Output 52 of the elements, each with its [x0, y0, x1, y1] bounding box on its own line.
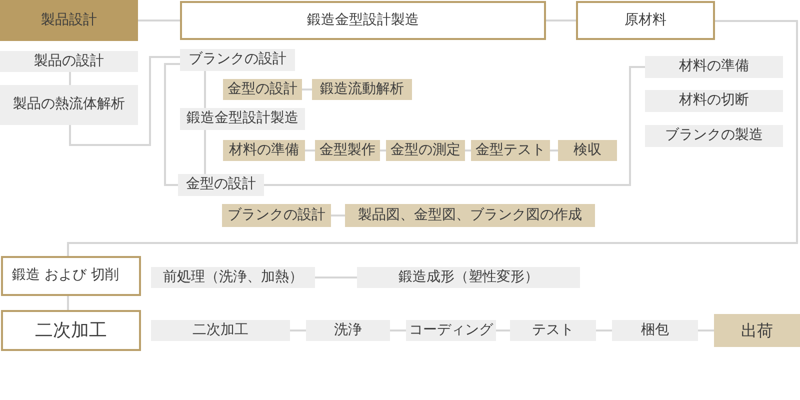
connector-line	[138, 20, 180, 22]
step-box: コーディング	[406, 320, 496, 341]
step-box: 製品の熱流体解析	[0, 85, 138, 125]
connector-line	[69, 72, 71, 85]
step-box: 梱包	[612, 320, 698, 341]
step-box: テスト	[510, 320, 596, 341]
step-box: 鍛造成形（塑性変形）	[357, 267, 580, 288]
step-box: 検収	[558, 140, 617, 161]
header-box: 二次加工	[1, 310, 141, 351]
connector-line	[204, 130, 206, 174]
connector-line	[264, 66, 645, 186]
step-box: 材料の切断	[645, 90, 783, 112]
connector-line	[546, 20, 576, 22]
connector-line	[302, 88, 312, 90]
step-box: 鍛造金型設計製造	[180, 108, 305, 130]
step-box: 金型テスト	[471, 140, 550, 161]
connector-line	[67, 20, 798, 256]
connector-line	[290, 330, 306, 332]
connector-line	[204, 71, 206, 108]
step-box: 前処理（洗浄、加熱）	[151, 267, 315, 288]
step-box: 洗浄	[306, 320, 390, 341]
connector-line	[331, 214, 345, 216]
connector-line	[380, 150, 386, 152]
connector-line	[465, 150, 471, 152]
step-box: 鍛造流動解析	[312, 79, 412, 100]
connector-line	[698, 330, 714, 332]
connector-line	[496, 330, 510, 332]
connector-line	[550, 150, 558, 152]
connector-line	[164, 63, 180, 186]
step-box: 金型の設計	[223, 79, 302, 100]
step-box: ブランクの製造	[645, 125, 783, 147]
step-box: 製品図、金型図、ブランク図の作成	[345, 204, 595, 227]
connector-line	[390, 330, 406, 332]
step-box: 金型製作	[315, 140, 380, 161]
header-box: 鍛造 および 切削	[1, 256, 141, 296]
step-box: 二次加工	[151, 320, 290, 341]
step-box: 金型の測定	[386, 140, 465, 161]
step-box: 出荷	[714, 314, 800, 347]
step-box: 材料の準備	[223, 140, 305, 161]
header-box: 鍛造金型設計製造	[180, 1, 546, 40]
header-box: 製品設計	[0, 0, 138, 41]
connector-line	[315, 276, 357, 278]
connector-line	[67, 296, 69, 310]
header-box: 原材料	[576, 1, 715, 40]
step-box: 材料の準備	[645, 56, 783, 78]
step-box: 製品の設計	[0, 51, 138, 72]
step-box: ブランクの設計	[180, 49, 295, 71]
connector-line	[69, 56, 180, 146]
connector-line	[596, 330, 612, 332]
connector-line	[305, 150, 315, 152]
step-box: ブランクの設計	[222, 204, 331, 227]
step-box: 金型の設計	[178, 174, 264, 196]
